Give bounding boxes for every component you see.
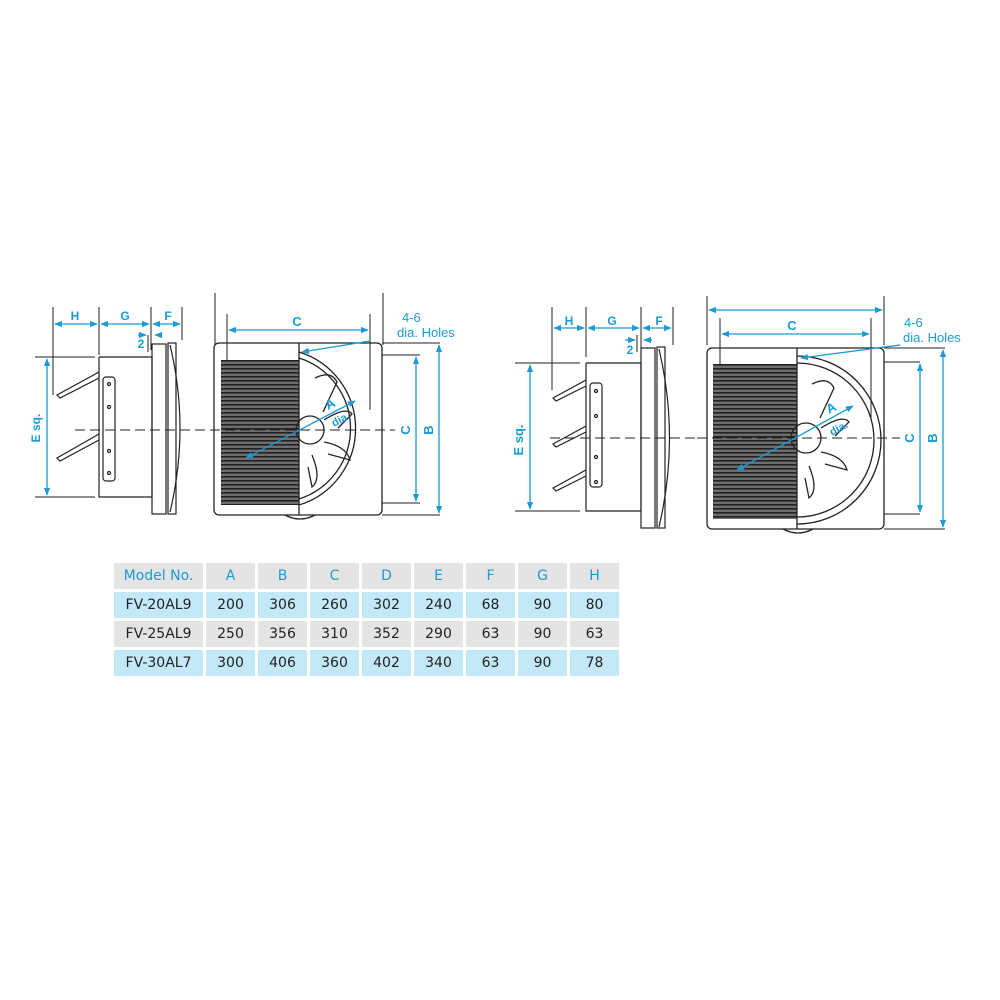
dim-label-gap-2: 2 (627, 343, 634, 357)
cell: 360 (310, 650, 359, 676)
dim-label-e-2: E sq. (511, 424, 526, 455)
holes-label-line1: 4-6 (402, 310, 421, 325)
cell: 352 (362, 621, 411, 647)
cell: 68 (466, 592, 515, 618)
cell: 63 (570, 621, 619, 647)
holes-label-line2-2: dia. Holes (903, 330, 961, 345)
dimension-table: Model No. A B C D E F G H FV-20AL9 200 3… (111, 560, 622, 679)
dim-label-b-side: B (421, 425, 436, 434)
dim-label-g: G (120, 309, 129, 323)
dim-label-h: H (71, 309, 80, 323)
cell: 302 (362, 592, 411, 618)
cell: 200 (206, 592, 255, 618)
header-f: F (466, 563, 515, 589)
cell: 310 (310, 621, 359, 647)
cell: 306 (258, 592, 307, 618)
dim-label-c-top: C (292, 314, 302, 329)
cell: 63 (466, 650, 515, 676)
cell: 250 (206, 621, 255, 647)
holes-label-line2: dia. Holes (397, 325, 455, 340)
cell: 80 (570, 592, 619, 618)
header-g: G (518, 563, 567, 589)
table-row: FV-25AL9 250 356 310 352 290 63 90 63 (114, 621, 619, 647)
holes-label-line1-2: 4-6 (904, 315, 923, 330)
header-e: E (414, 563, 463, 589)
dim-label-gap: 2 (138, 337, 145, 351)
dim-label-a: A (322, 395, 338, 413)
left-side-dimensions (43, 320, 181, 496)
left-front-dimensions (228, 326, 443, 514)
cell: 90 (518, 621, 567, 647)
header-b: B (258, 563, 307, 589)
dim-label-c-side-2: C (902, 433, 917, 443)
dim-label-c-side: C (398, 425, 413, 435)
cell: 402 (362, 650, 411, 676)
dim-label-c-top-2: C (787, 318, 797, 333)
cell-model: FV-30AL7 (114, 650, 203, 676)
dim-label-a-2: A (823, 399, 839, 417)
cell: 340 (414, 650, 463, 676)
header-model: Model No. (114, 563, 203, 589)
header-c: C (310, 563, 359, 589)
cell: 78 (570, 650, 619, 676)
dim-label-b-side-2: B (925, 433, 940, 442)
dim-label-g-2: G (607, 314, 616, 328)
dim-label-f-2: F (655, 314, 662, 328)
cell: 90 (518, 592, 567, 618)
dim-label-h-2: H (565, 314, 574, 328)
cell: 63 (466, 621, 515, 647)
cell-model: FV-25AL9 (114, 621, 203, 647)
cell: 240 (414, 592, 463, 618)
cell: 290 (414, 621, 463, 647)
table-row: FV-20AL9 200 306 260 302 240 68 90 80 (114, 592, 619, 618)
cell: 356 (258, 621, 307, 647)
header-a: A (206, 563, 255, 589)
cell: 406 (258, 650, 307, 676)
dim-label-f: F (164, 309, 171, 323)
cell: 90 (518, 650, 567, 676)
fan-dimension-drawings: H G F 2 E sq. C 4-6 dia. Holes A dia. (29, 293, 961, 534)
header-h: H (570, 563, 619, 589)
table-row: FV-30AL7 300 406 360 402 340 63 90 78 (114, 650, 619, 676)
dim-label-e: E sq. (29, 414, 43, 443)
right-front-dimensions (708, 306, 947, 528)
cell: 260 (310, 592, 359, 618)
right-side-view (515, 307, 700, 529)
cell: 300 (206, 650, 255, 676)
cell-model: FV-20AL9 (114, 592, 203, 618)
header-d: D (362, 563, 411, 589)
table-header-row: Model No. A B C D E F G H (114, 563, 619, 589)
left-side-view (35, 307, 210, 515)
right-side-dimensions (526, 324, 672, 510)
